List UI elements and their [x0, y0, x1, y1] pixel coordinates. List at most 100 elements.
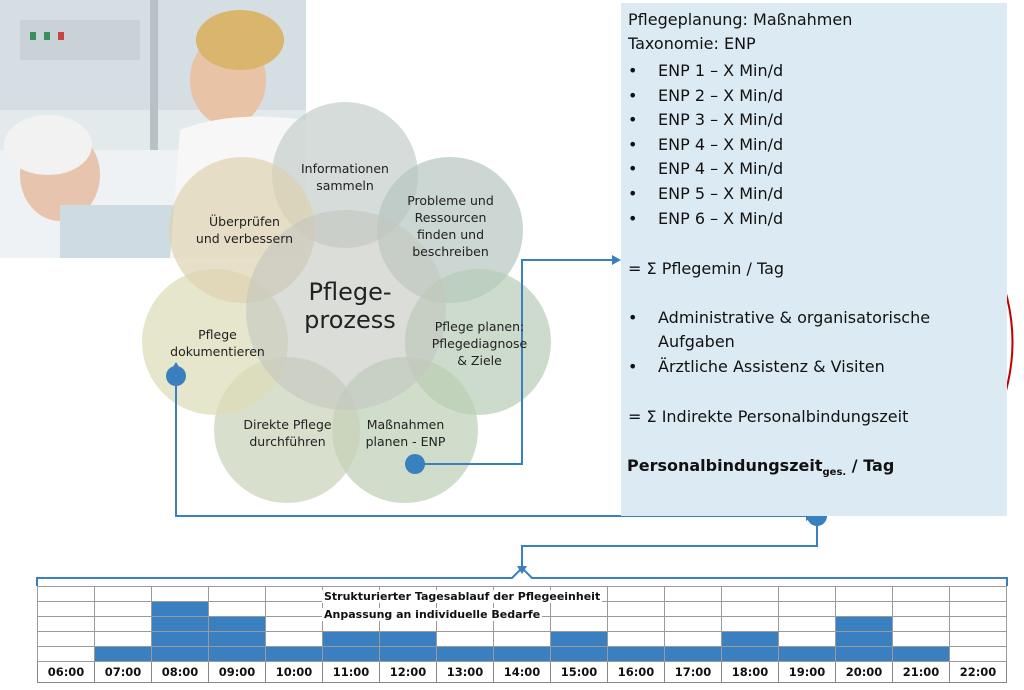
connector-total-to-schedule	[521, 526, 818, 568]
hour-label: 20:00	[835, 661, 893, 683]
schedule-cell	[835, 586, 893, 602]
enp-node	[405, 454, 425, 474]
schedule-cell	[664, 616, 722, 632]
schedule-cell	[778, 586, 836, 602]
schedule-cell	[664, 586, 722, 602]
hour-label: 08:00	[151, 661, 209, 683]
hour-label: 09:00	[208, 661, 266, 683]
hour-label: 06:00	[37, 661, 95, 683]
schedule-cell	[892, 616, 950, 632]
schedule-cell	[265, 631, 323, 647]
schedule-cell	[208, 586, 266, 602]
schedule-cell	[208, 646, 266, 662]
hour-label: 10:00	[265, 661, 323, 683]
hour-label: 11:00	[322, 661, 380, 683]
hour-label: 14:00	[493, 661, 551, 683]
schedule-cell	[721, 631, 779, 647]
schedule-cell	[949, 601, 1007, 617]
schedule-cell	[892, 601, 950, 617]
label-pflege-planen: Pflege planen:Pflegediagnose& Ziele	[431, 319, 528, 368]
schedule-cell	[379, 646, 437, 662]
schedule-cell	[151, 646, 209, 662]
schedule-cell	[835, 616, 893, 632]
hour-label: 15:00	[550, 661, 608, 683]
panel-title1: Pflegeplanung: Maßnahmen	[628, 10, 853, 29]
schedule-cell	[721, 616, 779, 632]
schedule-cell	[151, 586, 209, 602]
sum-indirekt: = Σ Indirekte Personalbindungszeit	[628, 407, 909, 426]
connector-enp-to-panel	[415, 259, 612, 465]
schedule-cell	[607, 601, 665, 617]
schedule-cell	[778, 616, 836, 632]
schedule-cell	[493, 631, 551, 647]
schedule-cell	[835, 631, 893, 647]
schedule-cell	[721, 586, 779, 602]
schedule-cell	[208, 601, 266, 617]
hour-label: 16:00	[607, 661, 665, 683]
schedule-cell	[607, 586, 665, 602]
sum-pflegemin: = Σ Pflegemin / Tag	[628, 259, 785, 278]
hour-label: 21:00	[892, 661, 950, 683]
schedule-cell	[949, 586, 1007, 602]
schedule-cell	[892, 586, 950, 602]
schedule-level-row	[37, 646, 1007, 662]
schedule-cell	[151, 601, 209, 617]
schedule-cell	[37, 586, 95, 602]
schedule-cell	[949, 646, 1007, 662]
schedule-cell	[550, 601, 608, 617]
schedule-cell	[94, 601, 152, 617]
schedule-cell	[949, 616, 1007, 632]
schedule-cell	[607, 646, 665, 662]
schedule-cell	[607, 631, 665, 647]
schedule-cell	[949, 631, 1007, 647]
schedule-cell	[151, 616, 209, 632]
schedule-cell	[664, 646, 722, 662]
hour-label: 19:00	[778, 661, 836, 683]
schedule-cell	[265, 586, 323, 602]
schedule-cell	[607, 616, 665, 632]
hour-label: 07:00	[94, 661, 152, 683]
schedule-cell	[322, 631, 380, 647]
schedule-cell	[436, 631, 494, 647]
schedule-cell	[835, 601, 893, 617]
schedule-cell	[550, 646, 608, 662]
schedule-cell	[208, 631, 266, 647]
planning-panel: Pflegeplanung: Maßnahmen Taxonomie: ENP …	[621, 3, 1007, 516]
schedule-cell	[721, 601, 779, 617]
hour-label: 13:00	[436, 661, 494, 683]
hour-label: 18:00	[721, 661, 779, 683]
schedule-cell	[37, 616, 95, 632]
schedule-cell	[664, 601, 722, 617]
schedule-level-row	[37, 631, 1007, 647]
schedule-cell	[94, 616, 152, 632]
label-center: Pflege-prozess	[304, 278, 396, 334]
schedule-cell	[550, 631, 608, 647]
schedule-cell	[208, 616, 266, 632]
schedule-cell	[94, 631, 152, 647]
hour-label: 12:00	[379, 661, 437, 683]
schedule-cell	[37, 646, 95, 662]
panel-title2: Taxonomie: ENP	[628, 34, 756, 53]
schedule-cell	[265, 601, 323, 617]
schedule-cell	[436, 646, 494, 662]
connector-dokumentieren-total	[175, 370, 806, 517]
schedule-cell	[493, 646, 551, 662]
schedule-cell	[265, 616, 323, 632]
schedule-cell	[721, 646, 779, 662]
schedule-cell	[550, 616, 608, 632]
schedule-cell	[94, 646, 152, 662]
schedule-cell	[778, 601, 836, 617]
schedule-cell	[151, 631, 209, 647]
schedule-cell	[778, 646, 836, 662]
hour-label: 17:00	[664, 661, 722, 683]
schedule-cell	[322, 646, 380, 662]
schedule-cell	[892, 646, 950, 662]
dokumentieren-node	[166, 366, 186, 386]
